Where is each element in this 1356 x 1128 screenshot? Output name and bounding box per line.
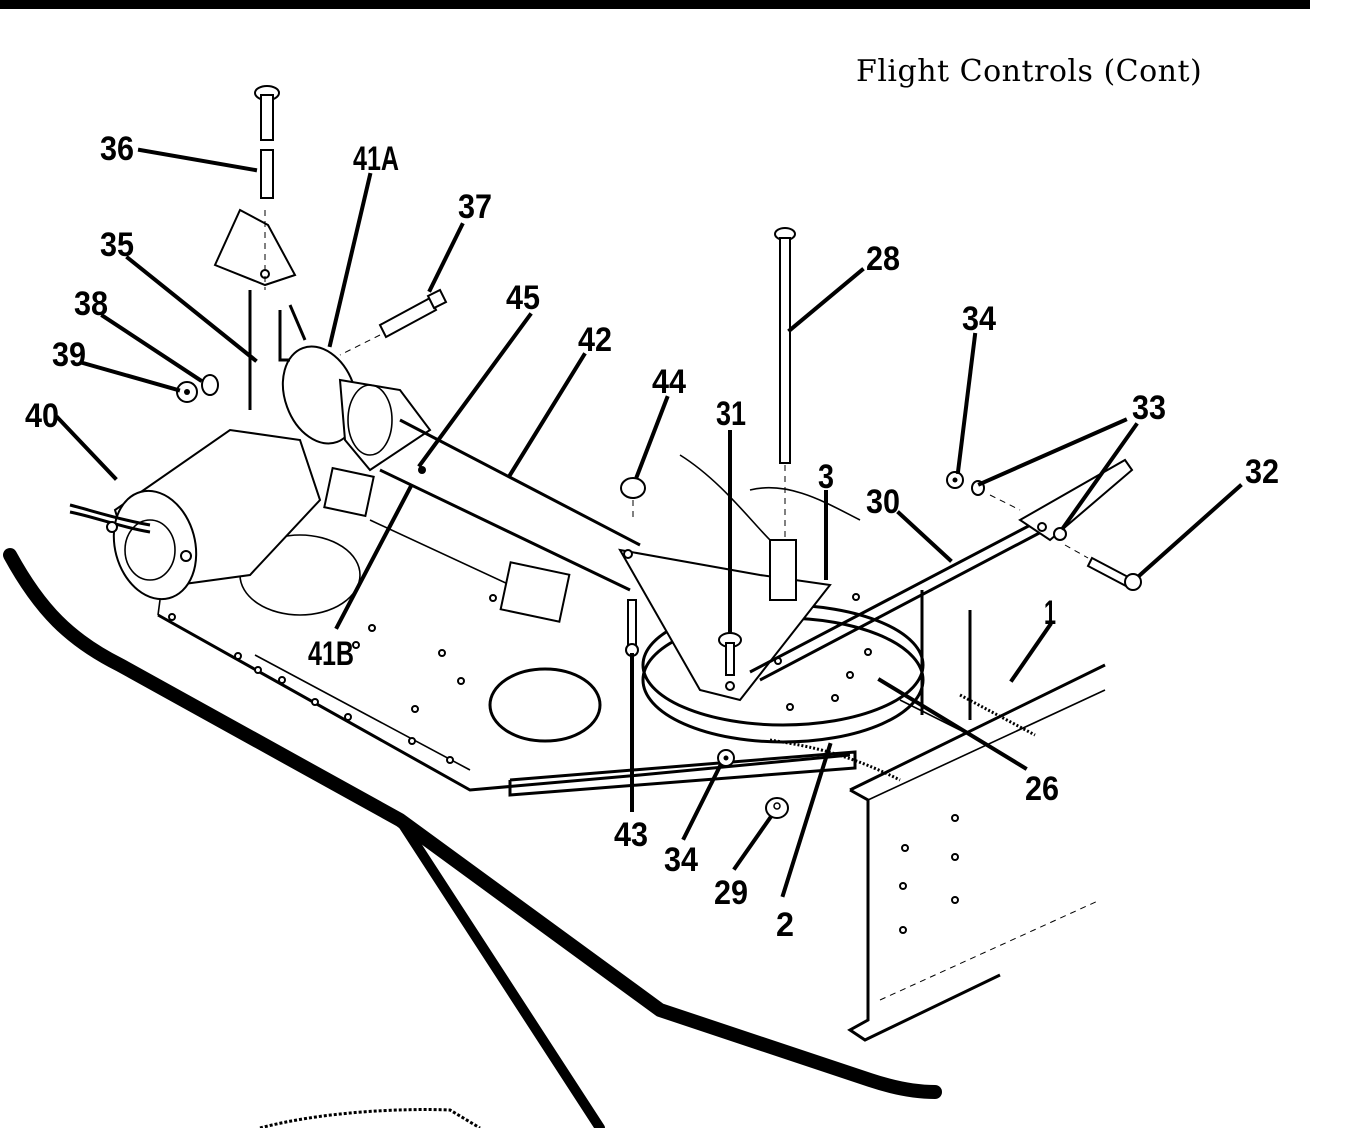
leader-39: [80, 360, 181, 393]
control-cable: [769, 693, 1036, 782]
callout-45: 45: [506, 279, 540, 317]
bolt-28: [774, 227, 796, 540]
washer-38: [201, 374, 219, 396]
bolt-32: [1064, 544, 1142, 591]
callout-42: 42: [578, 321, 612, 359]
page-title: Flight Controls (Cont): [856, 54, 1203, 89]
nut-44: [620, 477, 646, 520]
nut-34-lower: [717, 749, 735, 767]
leader-37: [427, 222, 465, 293]
callout-41b: 41B: [308, 635, 354, 673]
bolt-37: [339, 288, 448, 356]
callout-31: 31: [716, 395, 746, 433]
callout-37: 37: [458, 188, 492, 226]
callout-40: 40: [25, 397, 59, 435]
callout-35: 35: [100, 226, 134, 264]
leader-41a: [327, 172, 373, 348]
leader-1: [1009, 622, 1053, 683]
bolt-31: [718, 632, 742, 676]
callout-2: 2: [776, 906, 794, 944]
callout-34-upper: 34: [962, 300, 996, 338]
callout-30: 30: [866, 483, 900, 521]
leader-44: [634, 395, 670, 479]
leader-lines: [55, 147, 1243, 898]
leader-42: [507, 352, 587, 478]
nut-39: [176, 381, 198, 403]
push-rod: [749, 458, 1134, 682]
callout-34-lower: 34: [664, 841, 698, 879]
callout-3: 3: [818, 458, 834, 496]
callout-44: 44: [652, 363, 686, 401]
leader-34b: [681, 763, 723, 841]
floor-outline: [3, 548, 942, 1128]
leader-30: [896, 510, 953, 563]
leader-41b: [334, 485, 413, 630]
leader-33a: [977, 417, 1128, 487]
callout-38: 38: [74, 285, 108, 323]
callout-33: 33: [1132, 389, 1166, 427]
leader-45: [417, 312, 533, 468]
callout-41a: 41A: [353, 140, 399, 178]
leader-35: [125, 255, 258, 363]
callout-1: 1: [1044, 594, 1056, 632]
leader-36: [137, 147, 258, 173]
leader-2: [780, 742, 833, 898]
leader-26: [877, 677, 1028, 771]
callout-28: 28: [866, 240, 900, 278]
mounting-plate: [157, 534, 857, 797]
support-bracket: [213, 208, 307, 410]
leader-29: [732, 815, 773, 871]
plate-rivets: [168, 594, 497, 764]
callout-39: 39: [52, 336, 86, 374]
callout-43: 43: [614, 816, 648, 854]
leader-40: [55, 415, 118, 481]
structure-right: [847, 590, 1106, 1042]
gearbox-flange: [281, 345, 432, 472]
callout-29: 29: [714, 874, 748, 912]
leader-28: [787, 267, 865, 333]
callout-labels: 36 41A 37 35 38 39 40 45 42 44 31 28 3 3…: [25, 130, 1279, 944]
leader-32: [1137, 483, 1243, 578]
nut-34-upper: [946, 471, 964, 489]
leader-38: [100, 313, 203, 383]
callout-36: 36: [100, 130, 134, 168]
bolt-43: [625, 599, 639, 657]
leader-33b: [1060, 422, 1139, 531]
leader-34a: [955, 332, 978, 475]
callout-26: 26: [1025, 770, 1059, 808]
bolt-36: [254, 85, 280, 199]
motor: [69, 428, 322, 601]
nut-29: [765, 797, 789, 819]
callout-32: 32: [1245, 453, 1279, 491]
page-top-rule: [0, 0, 1310, 9]
